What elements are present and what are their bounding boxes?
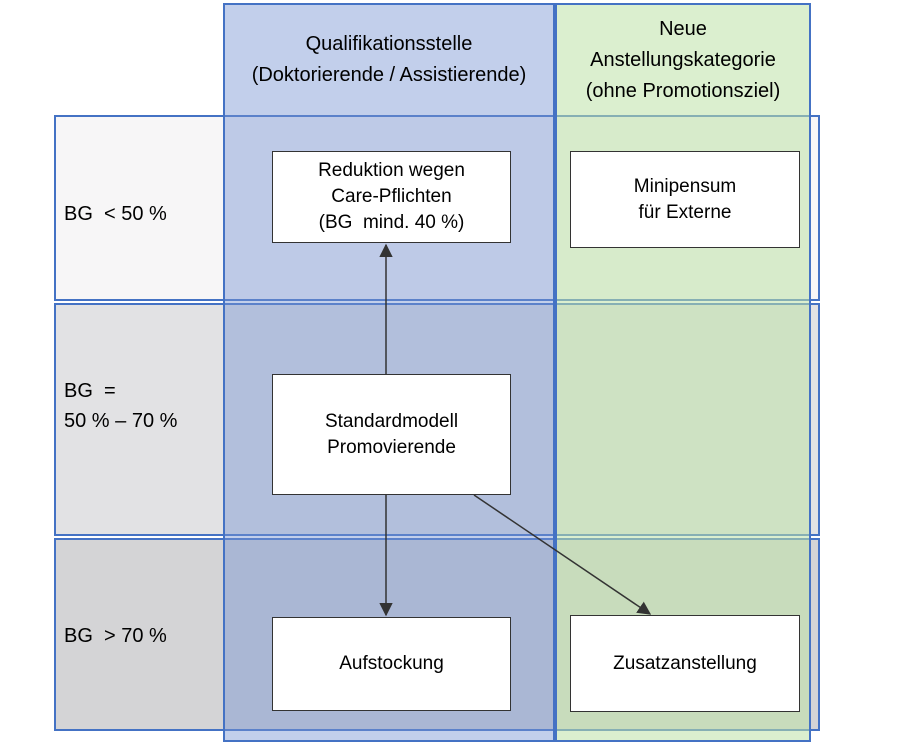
box-minipensum-line2: für Externe (638, 201, 732, 223)
row-label-low-line1: BG < 50 % (64, 203, 167, 225)
box-reduktion-line1: Reduktion wegen (318, 160, 465, 181)
box-standard-line1: Standardmodell (324, 410, 459, 432)
box-aufstockung-line1: Aufstockung (339, 653, 444, 674)
column-header-new-category: Neue Anstellungskategorie (ohne Promotio… (555, 12, 811, 108)
box-reduktion-care: Reduktion wegen Care-Pflichten (BG mind.… (272, 151, 511, 243)
box-minipensum: Minipensum für Externe (570, 151, 800, 248)
row-label-mid-line2: 50 % – 70 % (64, 410, 178, 432)
box-reduktion-line2: Care-Pflichten (331, 186, 452, 207)
box-zusatz-line1: Zusatzanstellung (613, 652, 757, 674)
column-header-new-category-line3: (ohne Promotionsziel) (585, 79, 781, 102)
box-standard-line2: Promovierende (327, 436, 456, 458)
row-label-mid-line1: BG = (64, 380, 116, 402)
row-label-mid: BG = 50 % – 70 % (64, 376, 177, 436)
column-header-qualification: Qualifikationsstelle (Doktorierende / As… (223, 28, 555, 92)
box-zusatzanstellung: Zusatzanstellung (570, 615, 800, 712)
box-standardmodell: Standardmodell Promovierende (272, 374, 511, 495)
column-header-qualification-line2: (Doktorierende / Assistierende) (251, 64, 527, 86)
column-header-qualification-line1: Qualifikationsstelle (305, 33, 473, 55)
column-header-new-category-line1: Neue (659, 17, 707, 40)
box-aufstockung: Aufstockung (272, 617, 511, 711)
row-label-low: BG < 50 % (64, 199, 167, 229)
arrow-standard-to-zusatz (473, 494, 652, 615)
box-reduktion-line3: (BG mind. 40 %) (318, 212, 465, 233)
box-minipensum-line1: Minipensum (633, 175, 737, 197)
column-header-new-category-line2: Anstellungskategorie (590, 48, 776, 71)
row-label-high-line1: BG > 70 % (64, 625, 167, 647)
row-label-high: BG > 70 % (64, 621, 167, 651)
